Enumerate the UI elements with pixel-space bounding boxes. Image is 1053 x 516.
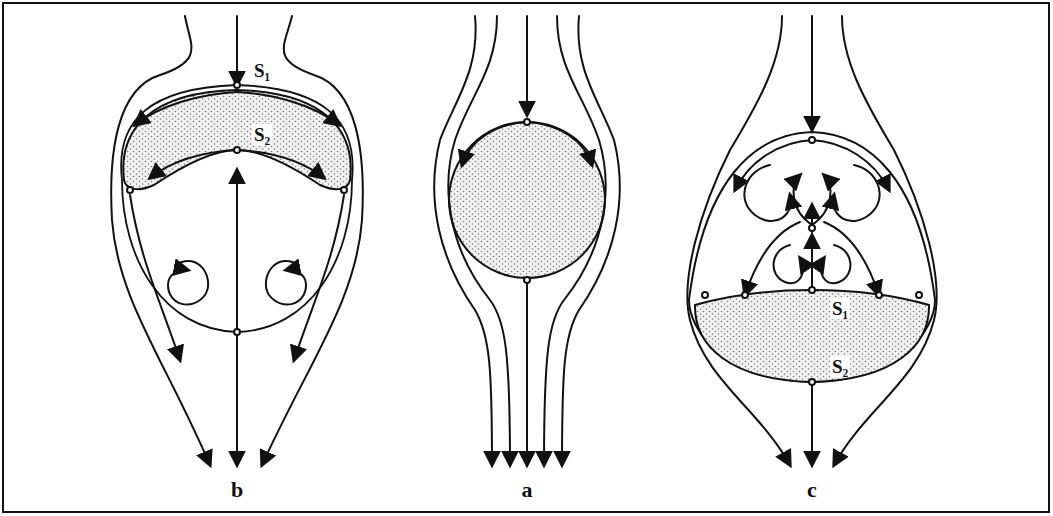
panel-letter: c bbox=[805, 478, 819, 502]
panel-letter: a bbox=[520, 478, 535, 502]
point-label: S₁ bbox=[252, 60, 272, 81]
point-label: S₂ bbox=[830, 356, 850, 377]
point-label: S₁ bbox=[830, 298, 850, 319]
panel-letter: b bbox=[229, 478, 245, 502]
point-label: S₂ bbox=[252, 124, 272, 145]
